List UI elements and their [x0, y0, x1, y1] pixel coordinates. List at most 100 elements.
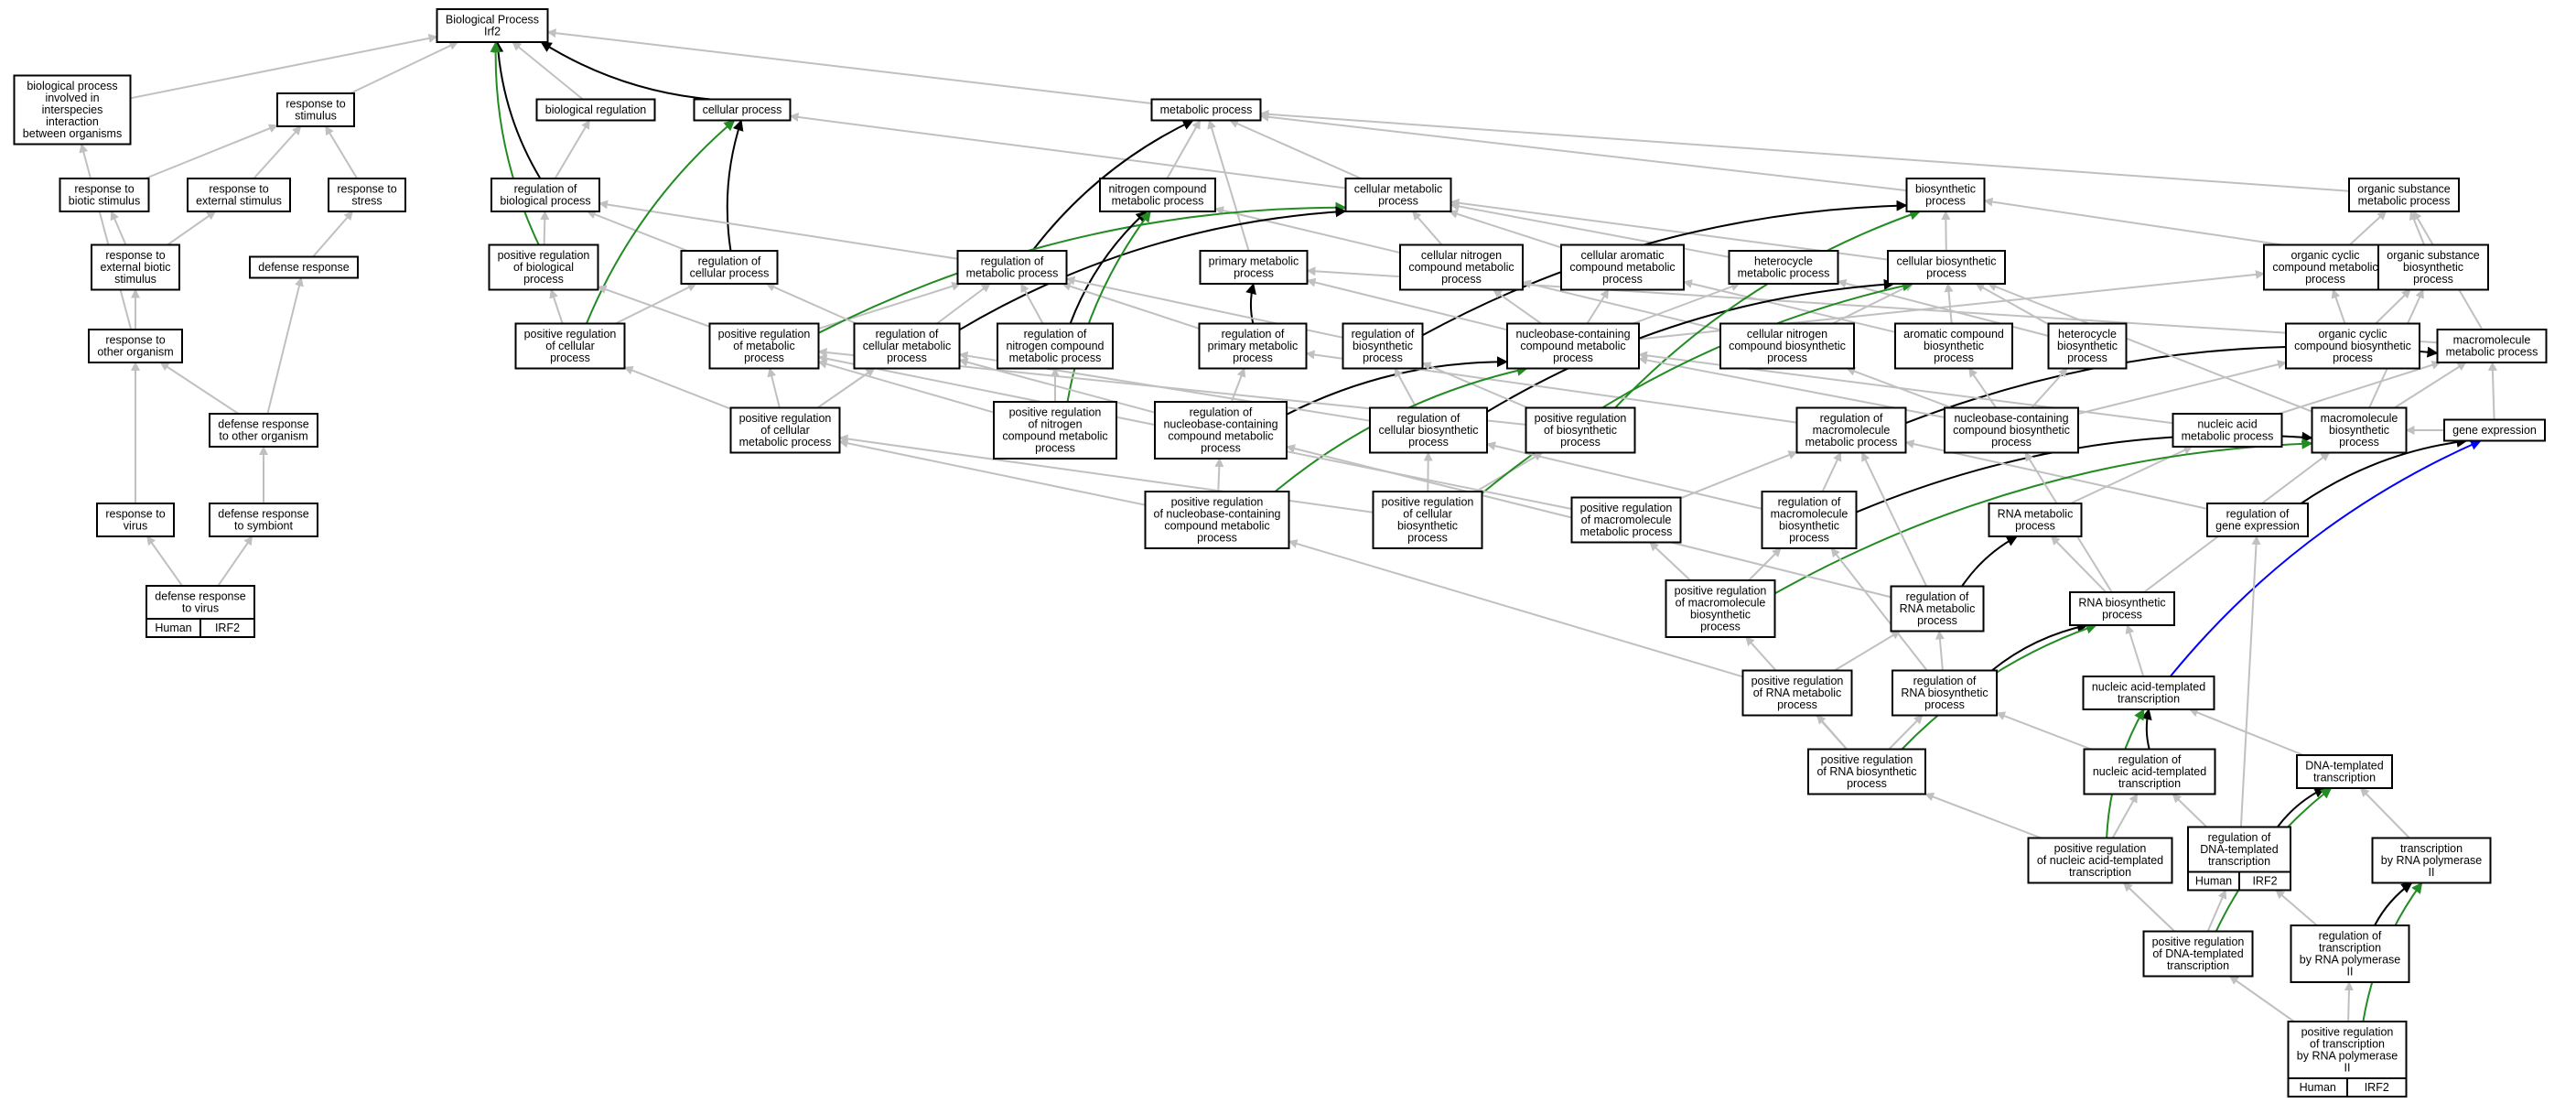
edge-posregrnamp-to-regrnamp	[1834, 630, 1902, 672]
edge-posregtrnapol-to-regtrnapol	[2344, 981, 2354, 1022]
term-label-line: of biological	[513, 261, 574, 274]
term-label-line: positive regulation	[1821, 753, 1913, 766]
term-label-line: heterocycle	[2058, 328, 2117, 341]
edge-posregmp-to-cmp	[818, 201, 1347, 334]
term-label-line: process	[1035, 442, 1075, 455]
edge-rbiot-to-rstim	[145, 124, 278, 179]
term-label-line: organic substance	[2387, 249, 2480, 262]
term-box	[1988, 503, 2083, 537]
term-label-line: nitrogen compound	[1108, 183, 1206, 196]
edge-bpinv-to-bp	[130, 33, 438, 100]
term-label-line: compound biosynthetic	[1953, 424, 2070, 437]
term-label-line: nucleic acid	[2197, 418, 2257, 431]
term-label-line: of nucleobase-containing	[1154, 508, 1281, 521]
term-label-line: positive regulation	[2152, 935, 2245, 948]
term-label-line: positive regulation	[1675, 585, 1767, 598]
term-box	[1154, 401, 1288, 460]
edge-regdnatt-to-reggexp	[2239, 535, 2261, 827]
gene-badge: IRF2	[2252, 875, 2277, 888]
term-label-line: process	[2015, 520, 2055, 533]
term-box	[2285, 322, 2420, 370]
term-box	[88, 329, 183, 363]
term-label-line: gene expression	[2215, 520, 2300, 533]
go-term-breg: biological regulation	[535, 98, 656, 122]
edge-regrnabp-to-regrnamp	[1935, 630, 1945, 671]
term-box	[1795, 406, 1907, 454]
term-label-line: RNA metabolic	[1900, 602, 1976, 615]
term-label-line: II	[2429, 866, 2435, 879]
term-label-line: DNA-templated	[2305, 760, 2383, 773]
term-label-line: regulation of	[1190, 406, 1253, 419]
edge-posregncmp-to-ncmp	[1066, 211, 1151, 403]
edge-nbcmp-to-hmp	[1633, 282, 1741, 325]
term-label-line: biosynthetic	[1353, 340, 1413, 352]
term-label-line: nucleic acid-templated	[2093, 765, 2206, 778]
term-label-line: positive regulation	[1751, 675, 1844, 687]
term-label-line: nucleobase-containing	[1954, 412, 2068, 425]
term-box	[488, 243, 599, 291]
edge-cmp-to-cproc	[789, 113, 1346, 189]
term-label-line: organic cyclic	[2290, 249, 2359, 262]
term-label-line: process	[1925, 195, 1966, 208]
edge-rstim-to-bp	[350, 41, 459, 94]
edge-regcmp-to-regcp	[765, 283, 857, 325]
term-label-line: regulation of	[1913, 675, 1977, 687]
go-term-mproc: metabolic process	[1150, 98, 1262, 122]
term-label-line: of macromolecule	[1581, 514, 1672, 526]
edge-cbp-to-biosyn	[1941, 211, 1951, 252]
species-badge: Human	[2300, 1081, 2336, 1094]
edge-nbcmp-to-cncmp	[1492, 288, 1542, 325]
edge-regpmp-to-regmp	[1062, 282, 1200, 330]
term-label-line: RNA metabolic	[1998, 508, 2074, 521]
term-box	[514, 322, 626, 370]
term-label-line: metabolic process	[739, 436, 832, 449]
term-box	[1728, 250, 1839, 285]
term-label-line: gene expression	[2452, 424, 2537, 437]
term-label-line: Biological Process	[446, 14, 539, 27]
term-box	[993, 401, 1117, 460]
term-label-line: organic cyclic	[2318, 328, 2387, 341]
edge-reggexp-to-gexp	[2301, 436, 2468, 504]
term-label-line: response to	[105, 508, 165, 521]
term-label-line: RNA biosynthetic	[1901, 687, 1988, 699]
term-label-line: process	[2413, 273, 2453, 286]
edge-regtrnapol-to-regdnatt	[2275, 889, 2318, 926]
term-box	[997, 322, 1114, 370]
edge-posregcmp-to-posregcp	[623, 365, 731, 410]
term-label-line: macromolecule	[1771, 508, 1848, 521]
go-term-regmbp: regulation ofmacromoleculebiosyntheticpr…	[1761, 491, 1858, 549]
term-label-line: cellular biosynthetic	[1378, 424, 1478, 437]
term-label-line: biological process	[27, 80, 117, 92]
term-label-line: cellular nitrogen	[1747, 328, 1827, 341]
term-label-line: process	[1407, 532, 1448, 545]
term-label-line: of metabolic	[733, 340, 794, 352]
term-box	[535, 98, 656, 122]
term-label-line: metabolic process	[2358, 195, 2451, 208]
term-label-line: process	[2305, 273, 2345, 286]
term-box	[2436, 329, 2548, 363]
term-label-line: response to	[105, 249, 165, 262]
annotation-badge-cell	[2238, 871, 2291, 892]
edge-defother-to-defresp	[266, 276, 304, 415]
term-box	[1665, 579, 1776, 638]
term-box	[436, 8, 549, 43]
edge-namp-to-nbcmp	[1638, 351, 2173, 425]
edge-posregcmp-to-posregmp	[767, 367, 781, 408]
term-label-line: compound metabolic	[1002, 430, 1107, 443]
term-label-line: biological process	[500, 195, 590, 208]
term-box	[59, 178, 150, 212]
edge-mproc-to-bp	[546, 28, 1152, 104]
term-label-line: biotic stimulus	[69, 195, 141, 208]
